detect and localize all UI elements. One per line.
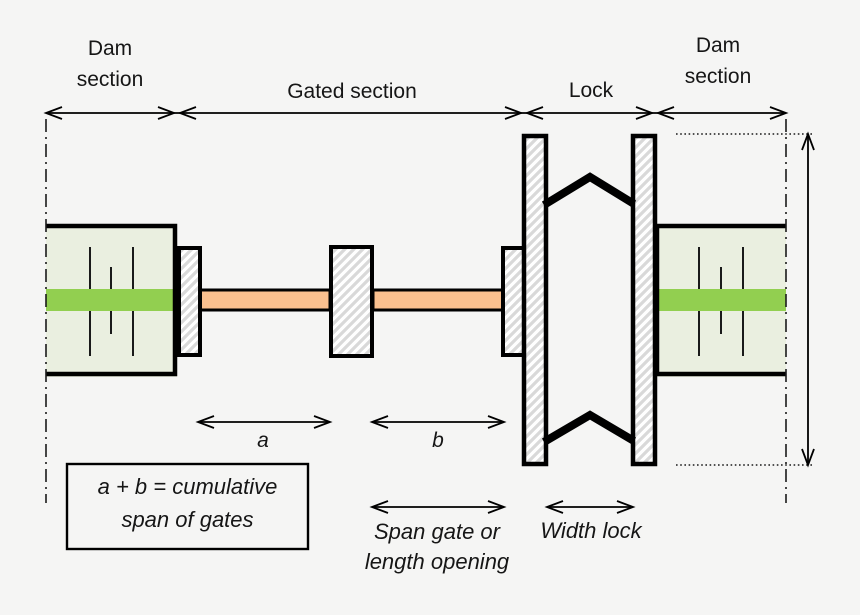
arrowhead-icon — [313, 415, 333, 429]
gate-bar-a — [198, 288, 332, 312]
span-gate-line1: Span gate or — [374, 519, 500, 544]
lock-wall-right — [630, 133, 658, 467]
arrowhead-icon — [195, 415, 215, 429]
equation-line1: a + b = cumulative — [97, 474, 278, 499]
dam-section-left-label: Dam section — [40, 33, 180, 95]
arrowhead-icon — [544, 500, 564, 514]
dam-section-left-line1: Dam — [87, 37, 133, 60]
gated-section-label: Gated section — [287, 80, 417, 103]
span-gate-label: Span gate or length opening — [342, 517, 532, 577]
arrowhead-icon — [369, 500, 389, 514]
mitre-gate-top — [541, 172, 637, 209]
pier-right — [501, 246, 526, 357]
mitre-gate-bottom — [541, 410, 637, 446]
equation-box — [65, 462, 310, 551]
span-gate-line2: length opening — [364, 549, 510, 574]
dam-section-right-line2: section — [684, 65, 752, 88]
arrowhead-icon — [43, 106, 63, 120]
dimension-lines — [43, 106, 815, 514]
arrowhead-icon — [616, 500, 636, 514]
dam-block-left-border — [46, 223, 178, 377]
dam-section-left-line2: section — [76, 68, 144, 91]
lock-wall-left — [521, 133, 549, 467]
width-lock-label: Width lock — [540, 518, 642, 543]
pier-center — [329, 245, 374, 358]
dam-band-left — [46, 289, 175, 311]
arrowhead-icon — [504, 106, 524, 120]
arrowhead-icon — [177, 106, 197, 120]
dam-band-right — [659, 289, 786, 311]
arrowhead-icon — [655, 106, 675, 120]
pier-left — [177, 246, 202, 357]
arrowhead-icon — [801, 448, 815, 468]
lock-label: Lock — [568, 79, 614, 102]
arrowhead-icon — [801, 131, 815, 151]
arrowhead-icon — [157, 106, 177, 120]
equation-label: a + b = cumulative span of gates — [69, 470, 306, 536]
gate-bar-b — [371, 288, 505, 312]
equation-line2: span of gates — [121, 507, 254, 532]
arrowhead-icon — [369, 415, 389, 429]
arrowhead-icon — [487, 500, 507, 514]
arrowhead-icon — [769, 106, 789, 120]
dam-section-right-line1: Dam — [695, 34, 741, 57]
dim-b-label: b — [432, 429, 444, 452]
arrowhead-icon — [524, 106, 544, 120]
dam-section-right-label: Dam section — [648, 30, 788, 92]
dim-a-label: a — [257, 429, 269, 452]
arrowhead-icon — [487, 415, 507, 429]
arrowhead-icon — [635, 106, 655, 120]
